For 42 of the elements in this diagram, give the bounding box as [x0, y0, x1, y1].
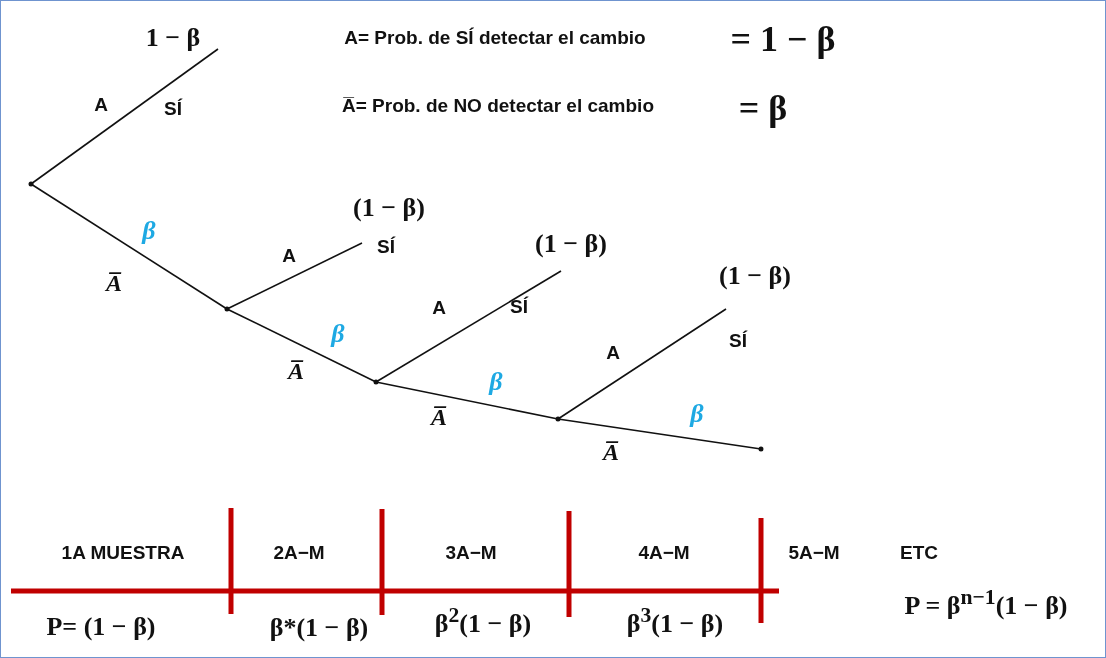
branch-probability: β — [142, 216, 156, 246]
branch-line — [30, 183, 228, 310]
edge-label: A — [282, 245, 296, 267]
edge-label: A — [432, 297, 446, 319]
definition-text: A̅= Prob. de NO detectar el cambio — [342, 95, 654, 117]
column-header: 5A−M — [788, 542, 840, 564]
column-header: 3A−M — [445, 542, 497, 564]
branch-line — [557, 308, 727, 420]
branch-point — [373, 379, 379, 385]
column-header: ETC — [900, 542, 938, 564]
branch-point — [758, 446, 764, 452]
branch-probability: β — [690, 399, 704, 429]
outcome-probability: 1 − β — [129, 23, 217, 59]
edge-label: A̅ — [106, 269, 122, 297]
edge-label: A — [606, 342, 620, 364]
definition-text: A= Prob. de SÍ detectar el cambio — [344, 27, 646, 49]
outcome-probability: (1 − β) — [517, 229, 625, 271]
column-header: 1A MUESTRA — [61, 542, 185, 564]
column-header: 2A−M — [273, 542, 325, 564]
formula: P = β$^{n−1}$(1 − β) — [904, 585, 1068, 621]
branch-label: SÍ — [164, 98, 182, 120]
edge-label: A̅ — [603, 438, 619, 466]
formula: β$^{3}$(1 − β) — [626, 603, 724, 639]
branch-label: SÍ — [510, 296, 528, 318]
edge-label: A — [94, 94, 108, 116]
column-header: 4A−M — [638, 542, 690, 564]
branch-label: SÍ — [729, 330, 747, 352]
formula: = 1 − β — [730, 18, 836, 60]
branch-point — [555, 416, 561, 422]
branch-probability: β — [331, 319, 345, 349]
branch-label: SÍ — [377, 236, 395, 258]
formula: = β — [738, 87, 788, 129]
outcome-probability: (1 − β) — [701, 261, 809, 309]
edge-label: A̅ — [431, 403, 447, 431]
formula: β*(1 − β) — [269, 613, 369, 643]
edge-label: A̅ — [288, 357, 304, 385]
branch-probability: β — [489, 367, 503, 397]
branch-point — [28, 181, 34, 187]
formula: β$^{2}$(1 − β) — [434, 603, 532, 639]
formula: P= (1 − β) — [46, 612, 156, 642]
branch-point — [224, 306, 230, 312]
branch-line — [30, 48, 219, 185]
